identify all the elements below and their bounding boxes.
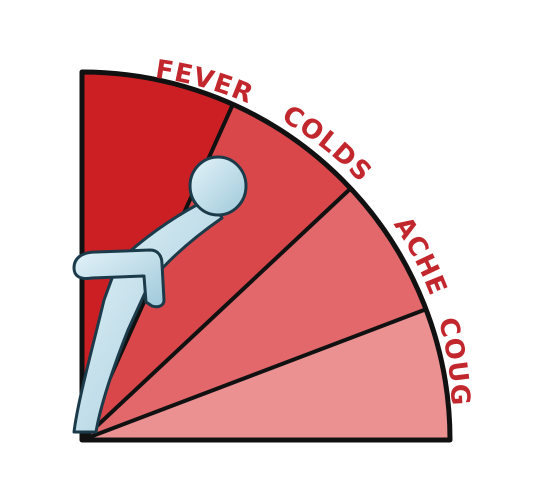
segment-ache — [82, 189, 424, 440]
figure-head — [188, 155, 248, 217]
divider-line — [80, 187, 352, 442]
figure-arm — [72, 248, 166, 309]
divider-line — [81, 308, 425, 442]
figure-body — [72, 196, 224, 434]
segment-colds — [82, 104, 350, 440]
sick-person-figure — [72, 155, 248, 434]
segment-cough — [82, 310, 450, 440]
fan-outline — [79, 69, 453, 443]
